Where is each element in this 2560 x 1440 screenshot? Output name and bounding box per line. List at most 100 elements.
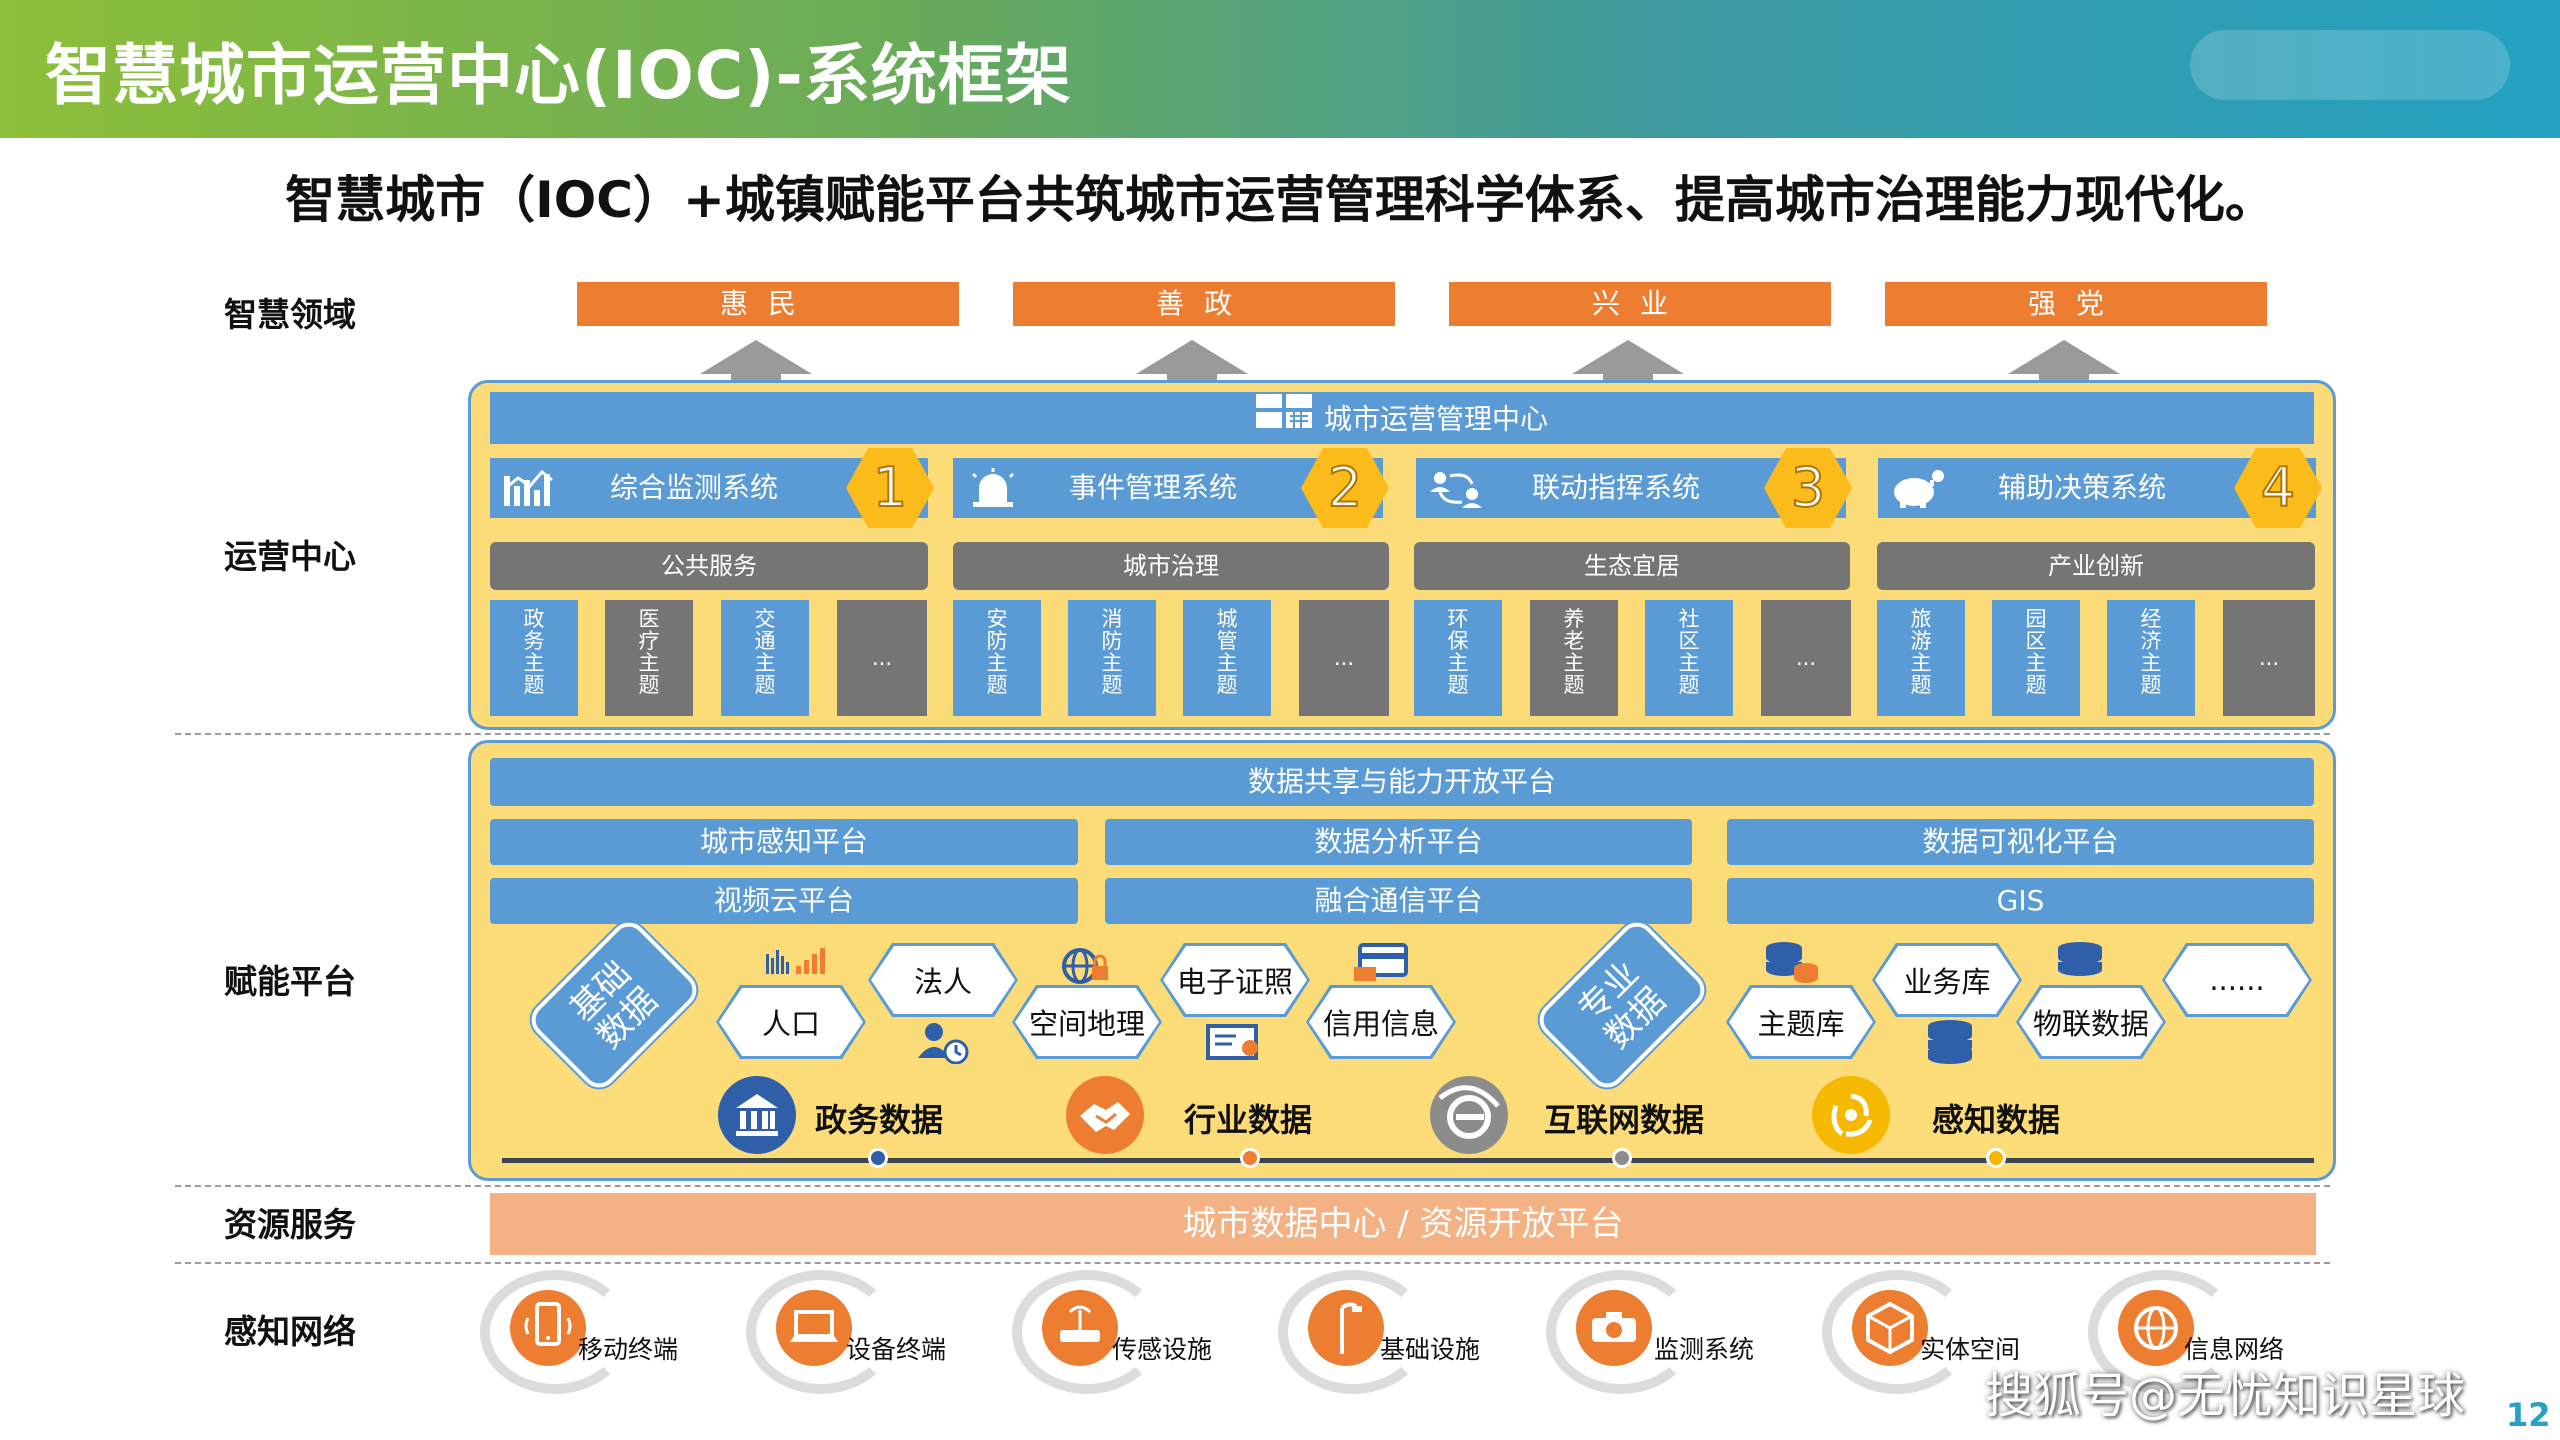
cube-3d-icon [1852,1290,1928,1366]
separator [175,1185,2330,1187]
data-item-credit[interactable]: 信用信息 [1309,988,1453,1056]
source-label: 政务数据 [815,1101,944,1139]
watermark: 搜狐号@无忧知识星球 [1985,1368,2466,1424]
ops-center-title: 城市运营管理中心 [1323,402,1548,436]
more-label: ... [2258,646,2280,670]
up-arrow-icon [1572,340,1684,374]
data-sharing-platform-bar[interactable]: 数据共享与能力开放平台 [490,758,2314,806]
sensor-ring [746,1270,896,1394]
browser-icon [1430,1076,1508,1154]
topic-card[interactable]: 养老主题 [1530,600,1618,716]
platform-box[interactable]: 数据分析平台 [1105,819,1692,865]
system-box-command[interactable]: 联动指挥系统 3 [1416,448,1852,528]
network-globe-icon [2118,1290,2194,1366]
topic-label: 消防主题 [1101,607,1123,697]
row-label-sensing: 感知网络 [224,1312,356,1351]
topic-card[interactable]: 旅游主题 [1877,600,1965,716]
sensor-label: 基础设施 [1380,1335,1481,1364]
number-badge: 3 [1764,448,1852,528]
sensor-ring [480,1270,630,1394]
topic-card[interactable]: 经济主题 [2107,600,2195,716]
timeline-line [502,1158,2314,1163]
ops-center-title-bar: 城市运营管理中心 [490,392,2314,444]
globe-lock-icon [1058,946,1114,986]
topic-card[interactable]: 社区主题 [1645,600,1733,716]
sensor-label: 设备终端 [846,1335,947,1364]
topic-card[interactable]: 城管主题 [1183,600,1271,716]
piggy-bank-icon [1890,468,1946,508]
more-label: ... [1795,646,1817,670]
sensor-ring [1278,1270,1428,1394]
mobile-phone-icon [510,1290,586,1366]
sensor-label: 实体空间 [1920,1335,2021,1364]
topic-card[interactable]: 环保主题 [1414,600,1502,716]
sensor-label: 传感设施 [1112,1335,1213,1364]
system-box-events[interactable]: 事件管理系统 2 [953,448,1389,528]
category-industry[interactable]: 产业创新 [1877,542,2315,590]
row-label-resource: 资源服务 [224,1205,356,1244]
sensor-swirl-icon [1812,1076,1890,1154]
linked-people-icon [1428,468,1484,508]
topic-card[interactable]: 政务主题 [490,600,578,716]
sensor-ring [1546,1270,1696,1394]
platform-box[interactable]: 视频云平台 [490,878,1078,924]
source-label: 互联网数据 [1544,1101,1705,1139]
system-box-decision[interactable]: 辅助决策系统 4 [1878,448,2322,528]
bar-chart-icon [502,468,558,508]
data-item-more[interactable]: ...... [2165,946,2309,1014]
up-arrow-icon [1136,340,1248,374]
topic-label: 城管主题 [1216,607,1238,697]
data-item-iot[interactable]: 物联数据 [2019,988,2163,1056]
system-box-monitoring[interactable]: 综合监测系统 1 [490,448,934,528]
topic-card-more[interactable]: ... [2223,600,2315,716]
platform-box[interactable]: 数据可视化平台 [1727,819,2314,865]
platform-box[interactable]: 融合通信平台 [1105,878,1692,924]
domain-box: 兴业 [1449,282,1831,326]
topic-card[interactable]: 消防主题 [1068,600,1156,716]
category-eco-living[interactable]: 生态宜居 [1414,542,1850,590]
data-item-population[interactable]: 人口 [719,988,863,1056]
data-item-spatial-geo[interactable]: 空间地理 [1015,988,1159,1056]
data-item-e-license[interactable]: 电子证照 [1163,946,1307,1014]
page-title: 智慧城市运营中心(IOC)-系统框架 [45,37,1072,114]
data-item-legal-entity[interactable]: 法人 [871,946,1015,1014]
number-badge: 1 [846,448,934,528]
grid-screen-icon [1255,392,1316,449]
camera-icon [1576,1290,1652,1366]
resource-open-platform-bar[interactable]: 城市数据中心 / 资源开放平台 [490,1193,2316,1255]
population-chart-icon [766,944,826,980]
topic-label: 社区主题 [1678,607,1700,697]
row-label-ops: 运营中心 [224,537,356,576]
sensor-ring [2088,1270,2238,1394]
topic-label: 政务主题 [523,607,545,697]
topic-card-more[interactable]: ... [1299,600,1389,716]
platform-box[interactable]: GIS [1727,878,2314,924]
page-number: 12 [2506,1396,2551,1434]
header-decoration [2190,30,2510,100]
domain-box: 善政 [1013,282,1395,326]
domain-box: 惠民 [577,282,959,326]
subtitle: 智慧城市（IOC）+城镇赋能平台共筑城市运营管理科学体系、提高城市治理能力现代化… [285,171,2275,229]
number-badge: 4 [2234,448,2322,528]
data-item-topic-db[interactable]: 主题库 [1729,988,1873,1056]
data-item-business-db[interactable]: 业务库 [1875,946,2019,1014]
topic-label: 安防主题 [986,607,1008,697]
database-icon [2052,940,2108,986]
system-label: 事件管理系统 [1068,471,1237,504]
topic-card-more[interactable]: ... [1761,600,1851,716]
up-arrow-icon [700,340,812,374]
sensor-label: 监测系统 [1654,1335,1755,1364]
topic-card-more[interactable]: ... [837,600,927,716]
category-city-governance[interactable]: 城市治理 [953,542,1389,590]
topic-card[interactable]: 园区主题 [1992,600,2080,716]
row-label-domain: 智慧领域 [224,295,356,334]
sensor-ring [1012,1270,1162,1394]
topic-card[interactable]: 交通主题 [721,600,809,716]
category-public-service[interactable]: 公共服务 [490,542,928,590]
topic-card[interactable]: 安防主题 [953,600,1041,716]
topic-card[interactable]: 医疗主题 [605,600,693,716]
timeline-dot [1612,1148,1632,1168]
domain-box: 强党 [1885,282,2267,326]
certificate-icon [1206,1022,1264,1062]
platform-box[interactable]: 城市感知平台 [490,819,1078,865]
